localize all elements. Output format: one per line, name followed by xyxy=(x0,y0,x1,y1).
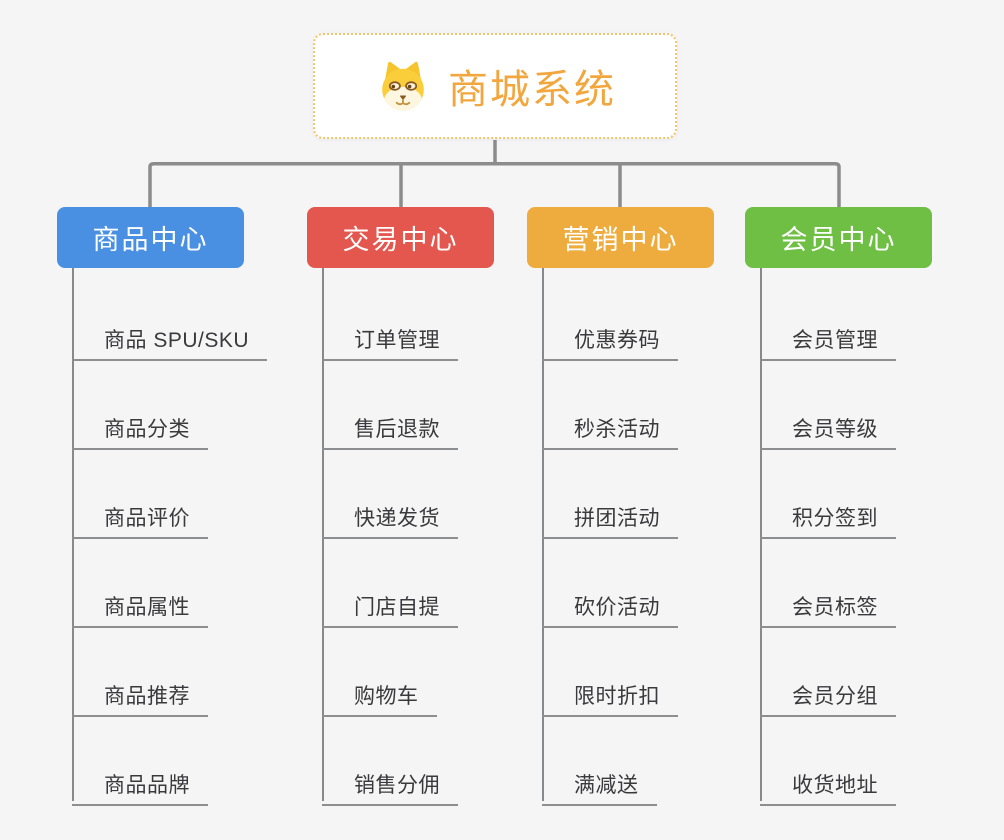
leaf-item[interactable]: 商品 SPU/SKU xyxy=(72,312,268,361)
leaf-item[interactable]: 门店自提 xyxy=(322,579,458,628)
leaf-item[interactable]: 商品属性 xyxy=(72,579,208,628)
leaf-item[interactable]: 快递发货 xyxy=(322,490,458,539)
branch-column-4: 会员中心会员管理会员等级积分签到会员标签会员分组收货地址 xyxy=(745,207,932,806)
leaf-item[interactable]: 购物车 xyxy=(322,668,437,717)
branch-column-3: 营销中心优惠券码秒杀活动拼团活动砍价活动限时折扣满减送 xyxy=(527,207,714,806)
leaf-item[interactable]: 商品分类 xyxy=(72,401,208,450)
branch-spine-line xyxy=(322,268,324,801)
branch-spine-line xyxy=(542,268,544,801)
branch-column-1: 商品中心商品 SPU/SKU 商品分类商品评价商品属性商品推荐商品品牌 xyxy=(57,207,268,806)
leaf-item[interactable]: 优惠券码 xyxy=(542,312,678,361)
root-title: 商城系统 xyxy=(448,68,616,112)
leaf-item[interactable]: 限时折扣 xyxy=(542,668,678,717)
branch-header-4[interactable]: 会员中心 xyxy=(745,207,932,268)
leaf-item[interactable]: 会员分组 xyxy=(760,668,896,717)
root-node[interactable]: 商城系统 xyxy=(313,33,677,139)
branch-header-1[interactable]: 商品中心 xyxy=(57,207,244,268)
dog-face-icon xyxy=(382,61,424,111)
leaf-item[interactable]: 会员管理 xyxy=(760,312,896,361)
leaf-item[interactable]: 会员标签 xyxy=(760,579,896,628)
leaf-item[interactable]: 满减送 xyxy=(542,757,657,806)
leaf-item[interactable]: 商品品牌 xyxy=(72,757,208,806)
leaf-item[interactable]: 砍价活动 xyxy=(542,579,678,628)
leaf-item[interactable]: 会员等级 xyxy=(760,401,896,450)
leaf-item[interactable]: 销售分佣 xyxy=(322,757,458,806)
leaf-item[interactable]: 商品评价 xyxy=(72,490,208,539)
branch-spine-line xyxy=(760,268,762,801)
leaf-item[interactable]: 秒杀活动 xyxy=(542,401,678,450)
leaf-item[interactable]: 订单管理 xyxy=(322,312,458,361)
branch-header-3[interactable]: 营销中心 xyxy=(527,207,714,268)
leaf-item[interactable]: 收货地址 xyxy=(760,757,896,806)
leaf-item[interactable]: 售后退款 xyxy=(322,401,458,450)
leaf-item[interactable]: 拼团活动 xyxy=(542,490,678,539)
branch-header-2[interactable]: 交易中心 xyxy=(307,207,494,268)
leaf-item[interactable]: 积分签到 xyxy=(760,490,896,539)
branch-column-2: 交易中心订单管理售后退款快递发货门店自提购物车销售分佣 xyxy=(307,207,494,806)
branch-spine-line xyxy=(72,268,74,801)
leaf-item[interactable]: 商品推荐 xyxy=(72,668,208,717)
